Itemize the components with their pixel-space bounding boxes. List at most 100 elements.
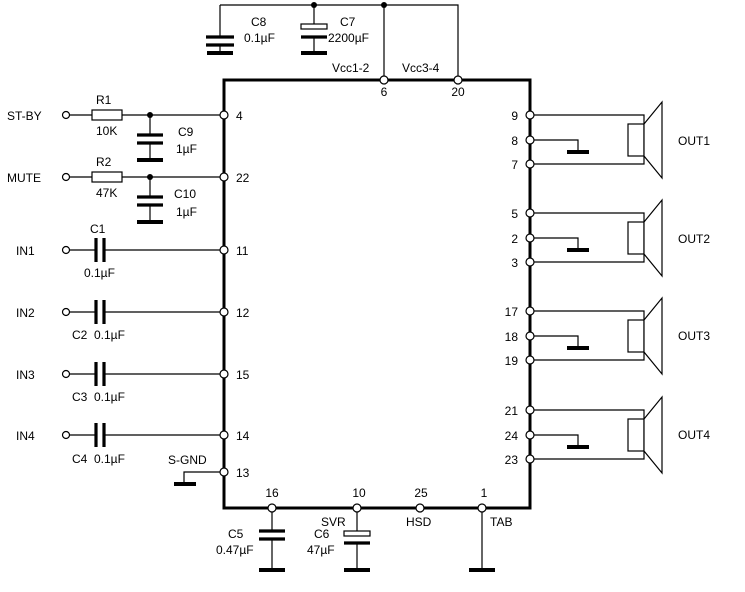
tab-ground xyxy=(469,508,495,572)
hsd-label: HSD xyxy=(406,515,432,529)
out2-speaker-icon xyxy=(627,198,663,278)
svr-label: SVR xyxy=(321,515,346,529)
c7-capacitor xyxy=(300,5,328,55)
c7-value: 2200µF xyxy=(328,31,369,45)
in3-label: IN3 xyxy=(16,368,35,382)
c2-value: 0.1µF xyxy=(94,328,125,342)
pin-5-number: 5 xyxy=(511,207,518,221)
c10-value: 1µF xyxy=(176,205,197,219)
in1-input: IN1 C1 0.1µF xyxy=(16,222,224,280)
pin-6-number: 6 xyxy=(381,85,388,99)
sgnd-label: S-GND xyxy=(168,453,207,467)
pin-4 xyxy=(219,110,229,120)
c3-value: 0.1µF xyxy=(94,390,125,404)
in2-label: IN2 xyxy=(16,306,35,320)
r2-value: 47K xyxy=(96,186,117,200)
c3-name: C3 xyxy=(72,390,88,404)
in4-label: IN4 xyxy=(16,429,35,443)
out2-channel: 5 2 3 OUT2 xyxy=(511,198,710,278)
pin-9 xyxy=(525,110,535,120)
in4-input: IN4 C4 0.1µF xyxy=(16,423,224,466)
c6-capacitor xyxy=(343,508,371,572)
pin-22-number: 22 xyxy=(236,171,250,185)
pin-7-number: 7 xyxy=(511,158,518,172)
supply-network: C8 0.1µF C7 2200µF Vcc1-2 Vcc3-4 6 20 xyxy=(206,2,465,99)
c6-value: 47µF xyxy=(307,543,335,557)
c8-name: C8 xyxy=(251,15,267,29)
pin-5 xyxy=(525,208,535,218)
pin-3-number: 3 xyxy=(511,256,518,270)
c9-value: 1µF xyxy=(176,142,197,156)
pin-23 xyxy=(525,454,535,464)
pin-15-number: 15 xyxy=(236,368,250,382)
out2-label: OUT2 xyxy=(678,232,710,246)
pin-4-number: 4 xyxy=(236,109,243,123)
stby-terminal xyxy=(61,110,71,120)
pin-21 xyxy=(525,405,535,415)
c4-name: C4 xyxy=(72,452,88,466)
c10-name: C10 xyxy=(174,187,196,201)
pin-20 xyxy=(453,75,463,85)
c2-name: C2 xyxy=(72,328,88,342)
tab-label: TAB xyxy=(490,515,512,529)
out3-speaker-icon xyxy=(627,296,663,376)
c8-value: 0.1µF xyxy=(244,31,275,45)
pin-11 xyxy=(219,245,229,255)
in4-terminal xyxy=(61,430,71,440)
out3-label: OUT3 xyxy=(678,329,710,343)
r1-resistor xyxy=(91,109,123,121)
pin-6 xyxy=(379,75,389,85)
pin-23-number: 23 xyxy=(505,453,519,467)
c6-name: C6 xyxy=(314,527,330,541)
out1-channel: 9 8 7 OUT1 xyxy=(511,100,710,180)
pin-25 xyxy=(415,503,425,513)
pin-14 xyxy=(219,430,229,440)
c1-name: C1 xyxy=(90,222,106,236)
in1-terminal xyxy=(61,245,71,255)
pin-21-number: 21 xyxy=(505,404,519,418)
vcc12-label: Vcc1-2 xyxy=(332,61,370,75)
r2-name: R2 xyxy=(96,155,112,169)
pin-3 xyxy=(525,257,535,267)
pin-12-number: 12 xyxy=(236,306,250,320)
pin-1-number: 1 xyxy=(481,486,488,500)
pin-24 xyxy=(525,430,535,440)
pin-25-number: 25 xyxy=(414,486,428,500)
mute-terminal xyxy=(61,172,71,182)
in3-input: IN3 C3 0.1µF xyxy=(16,362,224,404)
c4-value: 0.1µF xyxy=(94,452,125,466)
bottom-network: 16 10 25 1 SVR HSD TAB C5 0.47µF C6 47µF xyxy=(216,486,512,572)
pin-8-number: 8 xyxy=(511,134,518,148)
pin-19 xyxy=(525,355,535,365)
stby-label: ST-BY xyxy=(7,109,42,123)
vcc34-label: Vcc3-4 xyxy=(402,61,440,75)
pin-11-number: 11 xyxy=(236,244,249,258)
pin-1 xyxy=(477,503,487,513)
pin-14-number: 14 xyxy=(236,429,250,443)
signal-ground: S-GND xyxy=(168,453,224,486)
r1-value: 10K xyxy=(96,124,117,138)
pin-2-number: 2 xyxy=(511,232,518,246)
pin-10-number: 10 xyxy=(352,486,366,500)
c5-capacitor xyxy=(259,508,285,572)
ic-body xyxy=(222,78,532,510)
pin-20-number: 20 xyxy=(451,85,465,99)
c1-value: 0.1µF xyxy=(84,266,115,280)
pin-13-number: 13 xyxy=(236,466,250,480)
r2-resistor xyxy=(91,171,123,183)
mute-input: MUTE R2 47K C10 1µF xyxy=(7,155,224,224)
mute-label: MUTE xyxy=(7,171,41,185)
out1-label: OUT1 xyxy=(678,134,710,148)
pin-15 xyxy=(219,369,229,379)
c5-value: 0.47µF xyxy=(216,543,254,557)
pin-22 xyxy=(219,172,229,182)
pin-19-number: 19 xyxy=(505,354,519,368)
c7-name: C7 xyxy=(340,15,356,29)
pin-18-number: 18 xyxy=(505,330,519,344)
pin-9-number: 9 xyxy=(511,109,518,123)
standby-input: ST-BY R1 10K C9 1µF xyxy=(7,93,224,162)
pin-2 xyxy=(525,233,535,243)
out4-speaker-icon xyxy=(627,395,663,475)
pin-17 xyxy=(525,306,535,316)
